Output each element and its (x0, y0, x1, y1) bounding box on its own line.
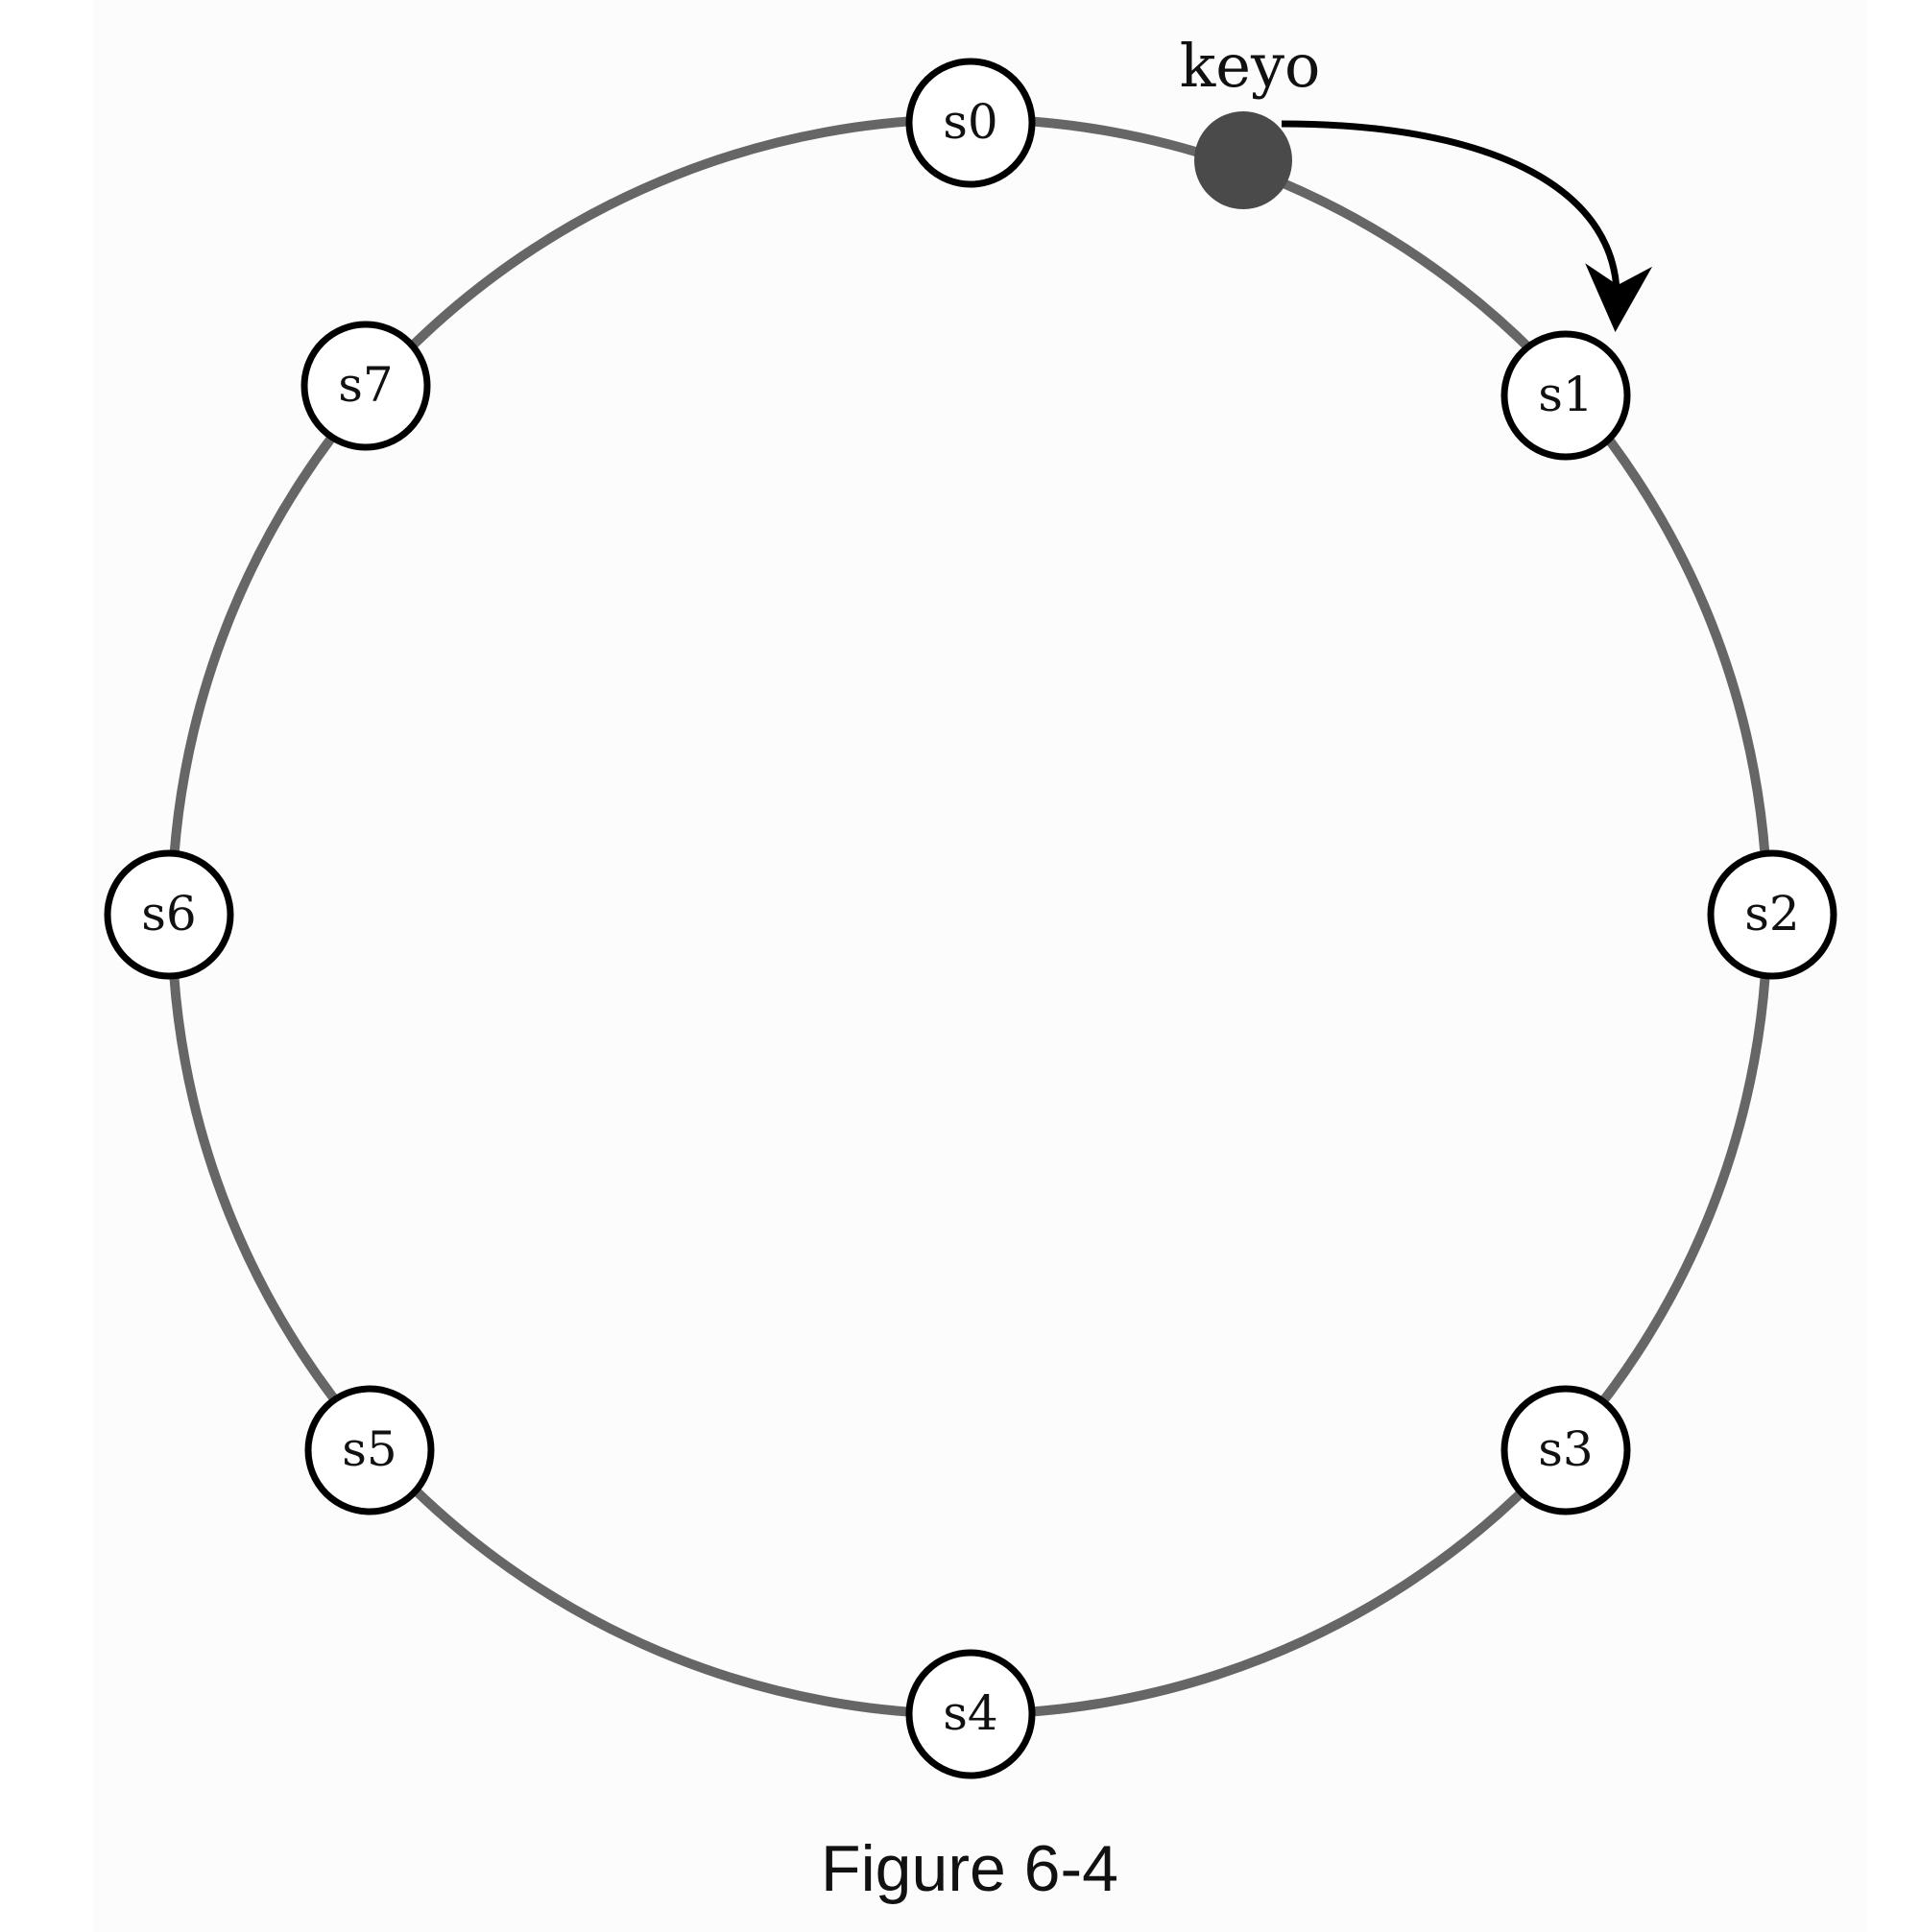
server-node-label: s7 (338, 357, 393, 413)
server-node-label: s0 (943, 94, 997, 150)
server-node-s5: s5 (304, 1385, 435, 1515)
key-dot (1194, 111, 1292, 209)
server-node-s1: s1 (1500, 330, 1631, 461)
server-node-s4: s4 (905, 1649, 1036, 1779)
key-label: keyo (1180, 31, 1321, 101)
server-node-circle (905, 1649, 1036, 1779)
server-node-s2: s2 (1707, 849, 1837, 980)
server-node-label: s3 (1538, 1421, 1593, 1477)
key-arrow (1281, 120, 1653, 332)
server-node-s7: s7 (300, 321, 431, 451)
server-node-label: s2 (1744, 886, 1799, 942)
figure-background (93, 0, 1867, 1932)
server-node-circle (1500, 330, 1631, 461)
server-node-circle (104, 849, 234, 980)
server-node-label: s1 (1538, 367, 1593, 422)
server-node-label: s5 (342, 1421, 396, 1477)
server-node-circle (300, 321, 431, 451)
server-node-label: s6 (141, 886, 196, 942)
server-node-circle (1500, 1385, 1631, 1515)
server-node-circle (905, 58, 1036, 188)
server-node-label: s4 (943, 1685, 997, 1741)
server-node-circle (1707, 849, 1837, 980)
server-node-circle (304, 1385, 435, 1515)
server-node-s3: s3 (1500, 1385, 1631, 1515)
figure-caption: Figure 6-4 (821, 1832, 1118, 1905)
server-node-s6: s6 (104, 849, 234, 980)
server-node-s0: s0 (905, 58, 1036, 188)
